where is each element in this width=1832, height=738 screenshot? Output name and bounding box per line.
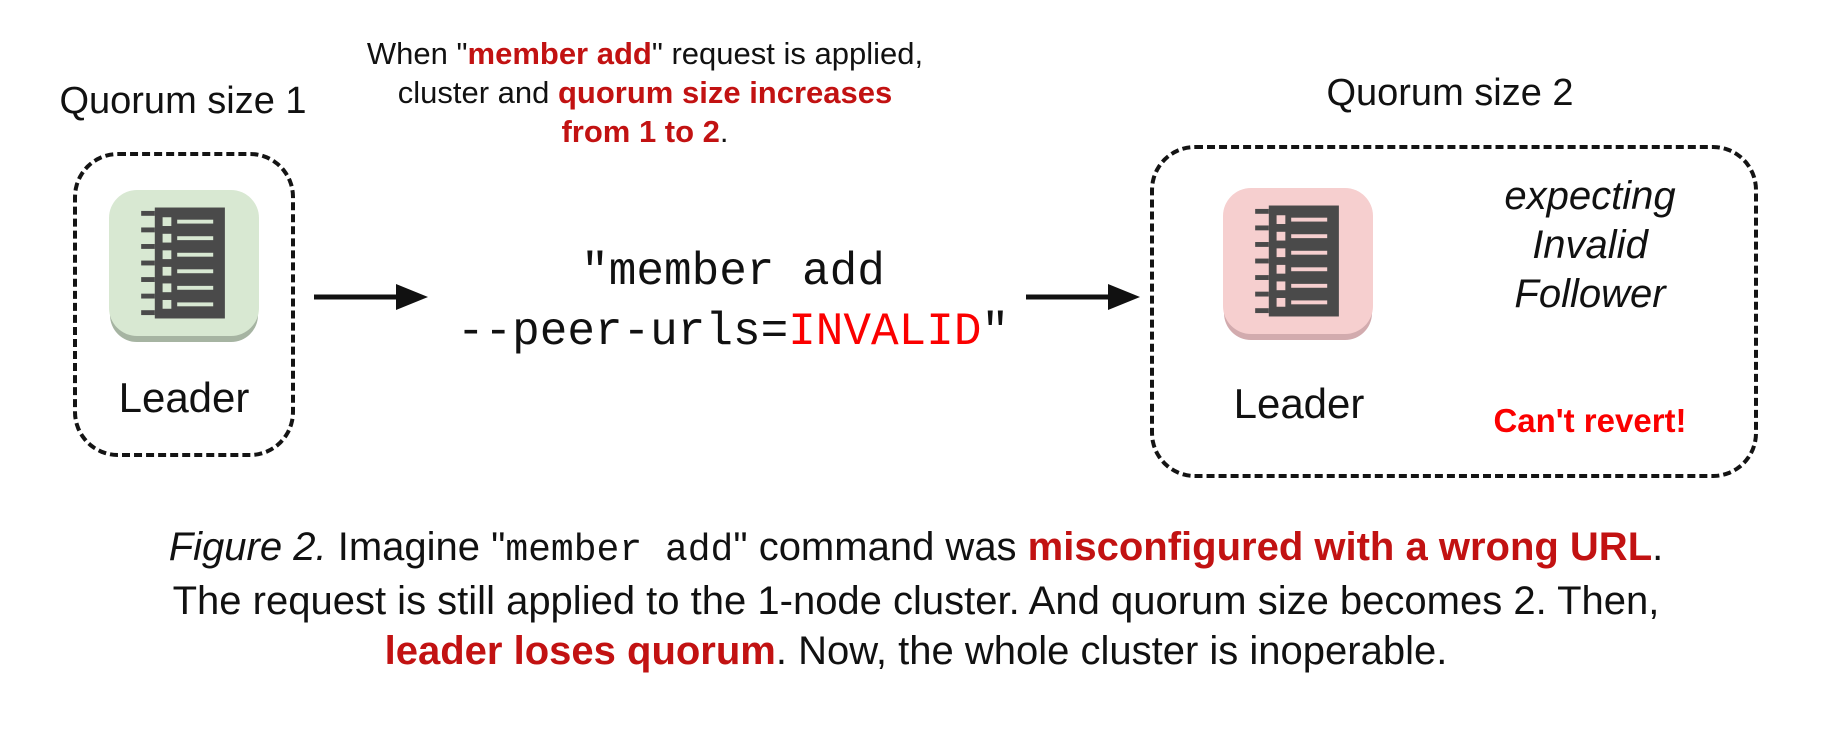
- left-cluster-box: [73, 152, 295, 457]
- log-list-icon: [141, 207, 225, 319]
- annotation-line-2: cluster and quorum size increases: [397, 75, 893, 110]
- annotation-line-3: from 1 to 2.: [561, 114, 729, 149]
- command-line-2: --peer-urls=INVALID": [456, 306, 1010, 358]
- leader-node-green: [109, 190, 259, 336]
- cant-revert-warning: Can't revert!: [1493, 402, 1687, 439]
- member-add-annotation: When "member add" request is applied, cl…: [345, 34, 945, 151]
- caption-line-1: Figure 2. Imagine "member add" command w…: [168, 525, 1664, 572]
- caption-code-member-add: member add: [505, 529, 734, 572]
- expecting-invalid-follower-note: expecting Invalid Follower: [1425, 172, 1755, 319]
- left-cluster-title: Quorum size 1: [59, 80, 307, 122]
- member-add-command: "member add --peer-urls=INVALID": [433, 242, 1033, 362]
- annotation-line-1: When "member add" request is applied,: [366, 36, 924, 71]
- right-cluster-box: [1150, 145, 1758, 478]
- caption-line-2: The request is still applied to the 1-no…: [172, 579, 1660, 623]
- expecting-line-3: Follower: [1514, 272, 1666, 316]
- arrow-right-icon: [314, 284, 428, 310]
- log-list-icon: [1255, 205, 1339, 317]
- figure-number-label: Figure 2.: [168, 525, 327, 569]
- left-leader-label: Leader: [118, 374, 250, 421]
- leader-node-pink: [1223, 188, 1373, 334]
- arrow-command-to-right: [1026, 277, 1140, 317]
- caption-red-misconfigured: misconfigured with a wrong URL: [1027, 525, 1653, 569]
- right-leader-label: Leader: [1233, 380, 1365, 427]
- annotation-red-quorum-increase: quorum size increases: [558, 75, 893, 110]
- command-line-1: "member add: [581, 246, 885, 298]
- arrow-left-to-command: [314, 277, 428, 317]
- arrow-right-icon: [1026, 284, 1140, 310]
- caption-red-leader-loses-quorum: leader loses quorum: [384, 629, 776, 673]
- expecting-line-1: expecting: [1504, 174, 1676, 218]
- figure-caption: Figure 2. Imagine "member add" command w…: [0, 522, 1832, 676]
- annotation-red-member-add: member add: [467, 36, 652, 71]
- command-invalid-url: INVALID: [788, 306, 982, 358]
- expecting-line-2: Invalid: [1532, 223, 1648, 267]
- annotation-red-from-1-to-2: from 1 to 2: [561, 114, 720, 149]
- caption-line-3: leader loses quorum. Now, the whole clus…: [384, 629, 1448, 673]
- right-cluster-title: Quorum size 2: [1326, 72, 1574, 114]
